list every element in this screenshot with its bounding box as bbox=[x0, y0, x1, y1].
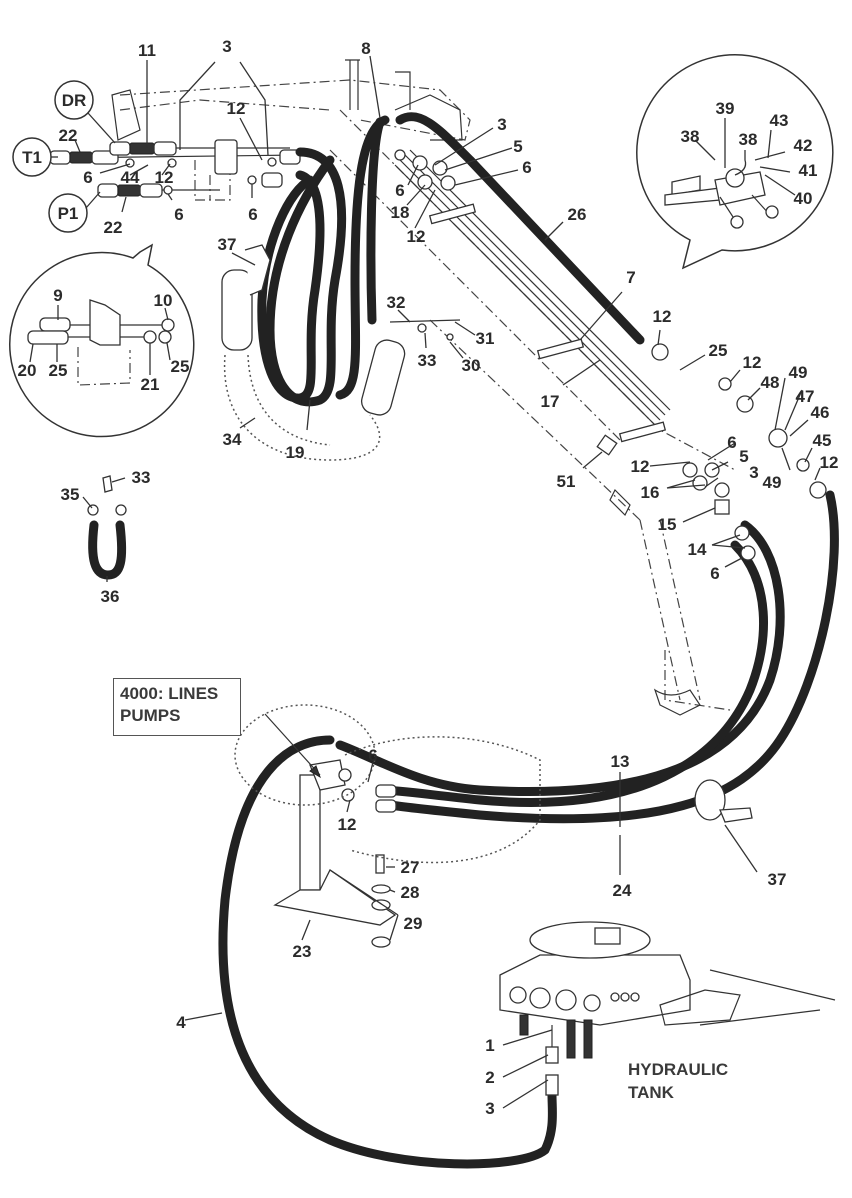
part-label: 12 bbox=[653, 307, 672, 326]
part-label: 6 bbox=[248, 205, 257, 224]
part-label: 43 bbox=[770, 111, 789, 130]
port-label-dr: DR bbox=[62, 91, 87, 110]
part-label: 38 bbox=[681, 127, 700, 146]
part-label: 37 bbox=[768, 870, 787, 889]
part-label: 7 bbox=[626, 268, 635, 287]
port-circle-p1 bbox=[48, 193, 88, 233]
part-label: 12 bbox=[227, 99, 246, 118]
part-label: 6 bbox=[174, 205, 183, 224]
part-label: 4 bbox=[176, 1013, 186, 1032]
tank-label-line-2: TANK bbox=[628, 1083, 674, 1102]
part-label: 5 bbox=[513, 137, 522, 156]
part-label: 45 bbox=[813, 431, 832, 450]
part-label: 33 bbox=[418, 351, 437, 370]
part-label: 21 bbox=[141, 375, 160, 394]
part-label: 13 bbox=[611, 752, 630, 771]
part-label: 30 bbox=[462, 356, 481, 375]
port-label-p1: P1 bbox=[58, 204, 79, 223]
part-label: 3 bbox=[485, 1099, 494, 1118]
part-label: 20 bbox=[18, 361, 37, 380]
part-label: 11 bbox=[138, 41, 156, 60]
part-label: 27 bbox=[401, 858, 420, 877]
callout-box-lines-pumps: 4000: LINES PUMPS bbox=[113, 678, 241, 736]
part-label: 6 bbox=[83, 168, 92, 187]
port-circle-dr bbox=[54, 80, 94, 120]
part-label: 35 bbox=[61, 485, 80, 504]
part-label: 44 bbox=[121, 168, 140, 187]
part-label: 38 bbox=[739, 130, 758, 149]
part-label: 12 bbox=[631, 457, 650, 476]
part-label: 34 bbox=[223, 430, 242, 449]
part-label: 25 bbox=[709, 341, 728, 360]
part-label: 14 bbox=[688, 540, 707, 559]
part-labels: DR T1 P1 11 3 22 12 6 44 12 6 22 6 8 3 5… bbox=[18, 37, 839, 1118]
part-label: 17 bbox=[541, 392, 560, 411]
part-label: 49 bbox=[763, 473, 782, 492]
part-label: 6 bbox=[710, 564, 719, 583]
part-label: 2 bbox=[485, 1068, 494, 1087]
hydraulic-tank-label: HYDRAULIC TANK bbox=[628, 1058, 728, 1104]
leader-lines bbox=[29, 55, 821, 1109]
boom-outline bbox=[111, 59, 736, 716]
part-label: 49 bbox=[789, 363, 808, 382]
part-label: 29 bbox=[404, 914, 423, 933]
part-label: 10 bbox=[154, 291, 173, 310]
part-label: 36 bbox=[101, 587, 120, 606]
part-label: 32 bbox=[387, 293, 406, 312]
part-label: 3 bbox=[749, 463, 758, 482]
callout-line-2: PUMPS bbox=[120, 706, 181, 725]
part-label: 28 bbox=[401, 883, 420, 902]
callout-line-1: 4000: LINES bbox=[120, 684, 219, 703]
part-label: 6 bbox=[368, 746, 377, 765]
part-label: 24 bbox=[613, 881, 632, 900]
part-label: 37 bbox=[218, 235, 237, 254]
part-label: 26 bbox=[568, 205, 587, 224]
detail-bubble-manifold bbox=[9, 243, 195, 438]
part-label: 6 bbox=[395, 181, 404, 200]
part-label: 16 bbox=[641, 483, 660, 502]
part-label: 31 bbox=[476, 329, 495, 348]
misc-parts bbox=[87, 149, 836, 1096]
hoses bbox=[88, 112, 839, 1169]
part-label: 12 bbox=[155, 168, 174, 187]
part-label: 15 bbox=[658, 515, 677, 534]
part-label: 39 bbox=[716, 99, 735, 118]
part-label: 3 bbox=[497, 115, 506, 134]
part-label: 1 bbox=[485, 1036, 494, 1055]
part-label: 12 bbox=[407, 227, 426, 246]
part-label: 25 bbox=[171, 357, 190, 376]
part-label: 19 bbox=[286, 443, 305, 462]
part-label: 12 bbox=[338, 815, 357, 834]
top-left-fittings bbox=[49, 139, 301, 198]
part-label: 22 bbox=[104, 218, 123, 237]
part-label: 18 bbox=[391, 203, 410, 222]
port-label-t1: T1 bbox=[22, 148, 42, 167]
tank-label-line-1: HYDRAULIC bbox=[628, 1060, 729, 1079]
part-label: 25 bbox=[49, 361, 68, 380]
part-label: 47 bbox=[796, 387, 815, 406]
part-label: 22 bbox=[59, 126, 78, 145]
part-label: 40 bbox=[794, 189, 813, 208]
part-label: 12 bbox=[743, 353, 762, 372]
part-label: 9 bbox=[53, 286, 62, 305]
port-circles bbox=[12, 80, 116, 233]
part-label: 12 bbox=[820, 453, 839, 472]
detail-bubble-clamp bbox=[636, 54, 834, 270]
part-label: 6 bbox=[727, 433, 736, 452]
part-label: 48 bbox=[761, 373, 780, 392]
part-label: 6 bbox=[522, 158, 531, 177]
part-label: 5 bbox=[739, 447, 748, 466]
part-label: 33 bbox=[132, 468, 151, 487]
part-label: 51 bbox=[557, 472, 576, 491]
part-label: 42 bbox=[794, 136, 813, 155]
part-label: 41 bbox=[799, 161, 818, 180]
part-label: 23 bbox=[293, 942, 312, 961]
part-label: 3 bbox=[222, 37, 231, 56]
part-label: 8 bbox=[361, 39, 370, 58]
part-label: 46 bbox=[811, 403, 830, 422]
